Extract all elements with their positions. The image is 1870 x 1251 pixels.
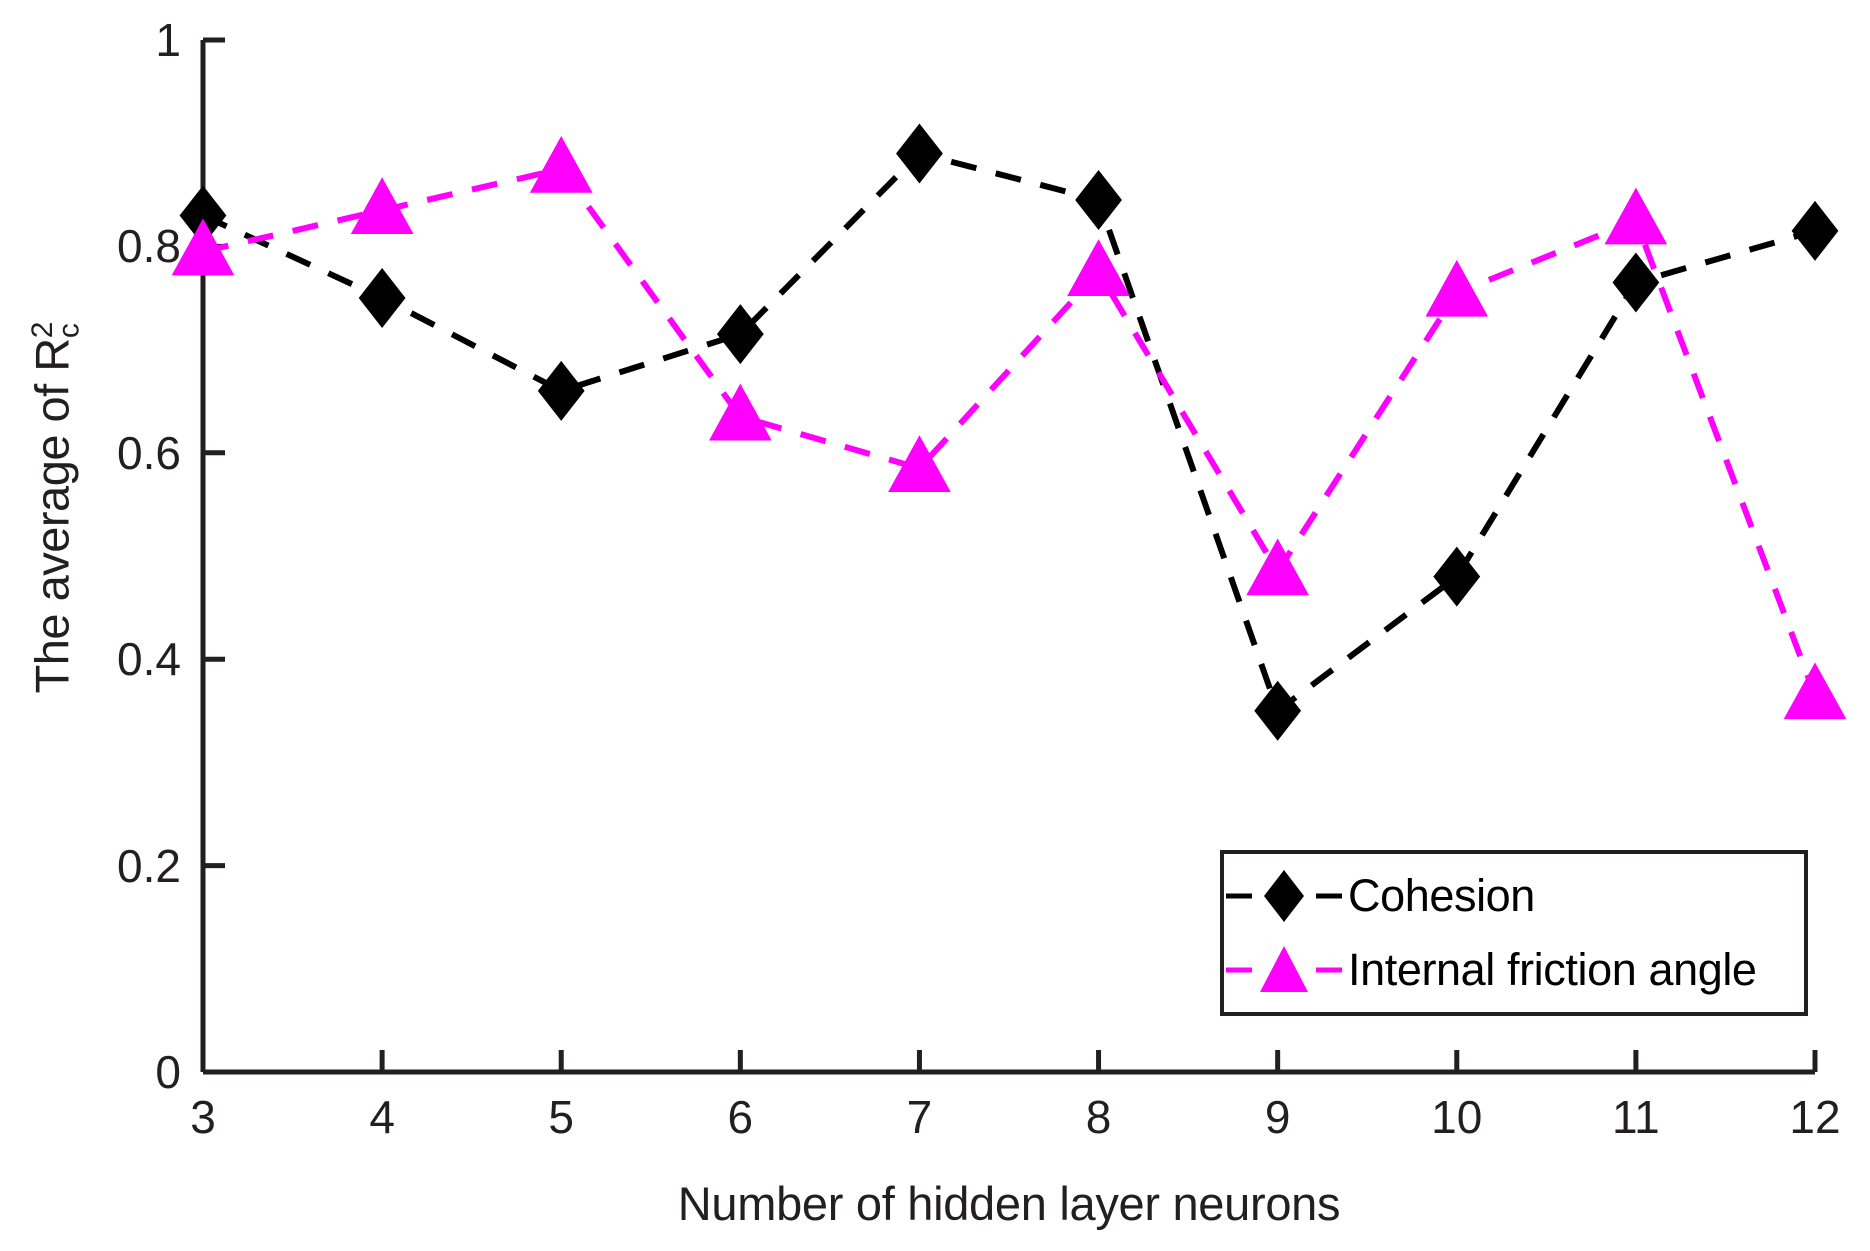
- data-point-triangle[interactable]: [1067, 239, 1130, 296]
- x-tick-label: 8: [1085, 1091, 1112, 1143]
- data-point-triangle[interactable]: [1425, 259, 1489, 317]
- x-axis-title: Number of hidden layer neurons: [677, 1177, 1341, 1230]
- data-point-diamond[interactable]: [1075, 169, 1122, 230]
- data-point-diamond[interactable]: [358, 268, 406, 328]
- x-tick-label: 6: [727, 1091, 754, 1143]
- x-tick-label: 12: [1789, 1091, 1841, 1143]
- data-point-triangle[interactable]: [1783, 662, 1847, 720]
- legend-entry-internal-friction-angle[interactable]: Internal friction angle: [1224, 940, 1757, 1000]
- data-point-diamond[interactable]: [537, 360, 585, 421]
- data-point-triangle[interactable]: [171, 218, 235, 276]
- series-line-1: [202, 165, 1818, 697]
- data-point-triangle[interactable]: [708, 383, 772, 441]
- data-point-triangle[interactable]: [350, 177, 414, 235]
- series-internal-friction-angle: [171, 136, 1847, 720]
- data-point-triangle[interactable]: [529, 136, 593, 193]
- y-tick-label: 0: [155, 1046, 181, 1098]
- x-tick-label: 9: [1264, 1091, 1291, 1143]
- x-tick-label: 11: [1611, 1091, 1660, 1143]
- data-point-triangle[interactable]: [888, 435, 951, 493]
- legend-label-cohesion: Cohesion: [1348, 870, 1535, 921]
- y-tick-label: 0.8: [117, 220, 181, 273]
- x-tick-label: 10: [1431, 1091, 1483, 1143]
- x-tick-label: 7: [906, 1091, 933, 1143]
- y-tick-label: 0.4: [117, 633, 181, 686]
- data-point-diamond[interactable]: [1254, 680, 1302, 741]
- data-point-triangle[interactable]: [1246, 538, 1310, 596]
- legend-marker-diamond-icon: [1224, 866, 1344, 926]
- data-point-diamond[interactable]: [179, 185, 227, 246]
- legend-label-internal-friction-angle: Internal friction angle: [1348, 944, 1757, 995]
- series-cohesion: [179, 123, 1839, 741]
- data-point-triangle[interactable]: [1604, 187, 1668, 245]
- data-point-diamond[interactable]: [1433, 546, 1481, 607]
- y-tick-label: 1: [155, 14, 181, 66]
- y-tick-label: 0.6: [117, 426, 181, 479]
- data-point-diamond[interactable]: [896, 123, 943, 184]
- legend-entry-cohesion[interactable]: Cohesion: [1224, 866, 1535, 926]
- legend: Cohesion Internal friction angle: [1220, 850, 1808, 1016]
- y-axis-title: The average of R2c: [25, 189, 86, 829]
- data-point-diamond[interactable]: [1612, 252, 1660, 313]
- data-series-group: [171, 123, 1847, 741]
- data-point-diamond[interactable]: [1791, 200, 1839, 261]
- y-tick-label: 0.2: [117, 839, 181, 892]
- data-point-diamond[interactable]: [716, 304, 764, 365]
- y-axis-title-subscript: c: [52, 323, 86, 339]
- x-tick-label: 4: [369, 1091, 395, 1143]
- series-line-0: [201, 150, 1816, 716]
- x-tick-label: 5: [548, 1091, 575, 1143]
- legend-marker-triangle-icon: [1224, 940, 1344, 1000]
- x-tick-label: 3: [190, 1091, 216, 1143]
